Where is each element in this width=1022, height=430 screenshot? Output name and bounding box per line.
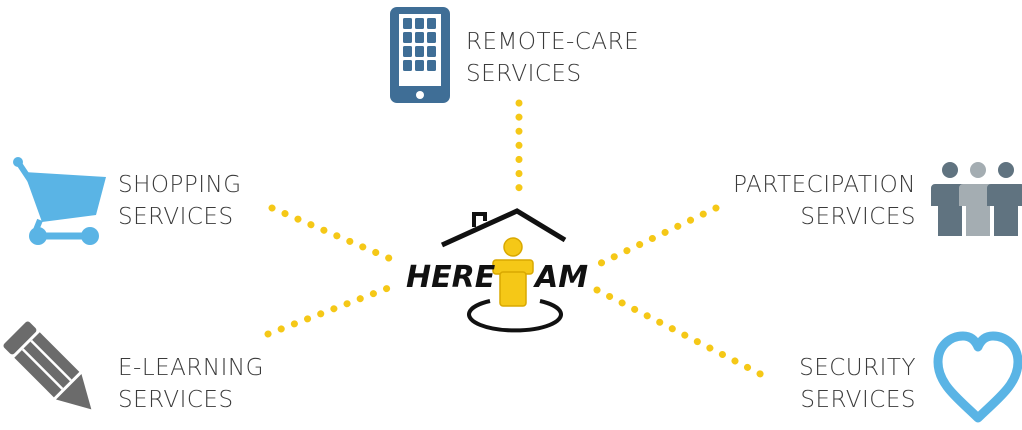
partecipation-line1: PARTECIPATION — [733, 172, 916, 198]
house-chimney — [472, 212, 487, 227]
connector-security — [593, 286, 776, 384]
label-remote-care: REMOTE-CARE SERVICES — [466, 26, 639, 90]
label-security: SECURITY SERVICES — [799, 352, 916, 416]
shopping-line2: SERVICES — [118, 204, 234, 230]
logo-word-am: AM — [533, 260, 588, 295]
connector-elearning — [264, 281, 400, 338]
people-icon — [931, 162, 1022, 236]
security-line1: SECURITY — [799, 355, 916, 381]
heart-icon — [933, 331, 1022, 423]
house-roof — [440, 208, 567, 248]
person-head — [503, 237, 523, 257]
elearning-line2: SERVICES — [118, 387, 234, 413]
logo-word-here: HERE — [406, 260, 496, 295]
connector-lines — [264, 99, 776, 384]
shopping-cart-icon — [13, 157, 106, 245]
pencil-icon — [3, 321, 92, 410]
label-partecipation: PARTECIPATION SERVICES — [733, 169, 916, 233]
label-shopping: SHOPPING SERVICES — [118, 169, 242, 233]
label-elearning: E-LEARNING SERVICES — [118, 352, 264, 416]
partecipation-line2: SERVICES — [800, 204, 916, 230]
person-body — [499, 271, 527, 307]
security-line2: SERVICES — [800, 387, 916, 413]
elearning-line1: E-LEARNING — [118, 355, 264, 381]
remote-care-line1: REMOTE-CARE — [466, 29, 640, 55]
tablet-icon — [390, 7, 450, 103]
ground-ring — [467, 299, 563, 333]
remote-care-line2: SERVICES — [466, 61, 582, 87]
connector-partecipation — [593, 204, 720, 269]
connector-shopping — [268, 204, 402, 266]
here-i-am-logo: HERE AM — [406, 208, 588, 333]
shopping-line1: SHOPPING — [118, 172, 242, 198]
